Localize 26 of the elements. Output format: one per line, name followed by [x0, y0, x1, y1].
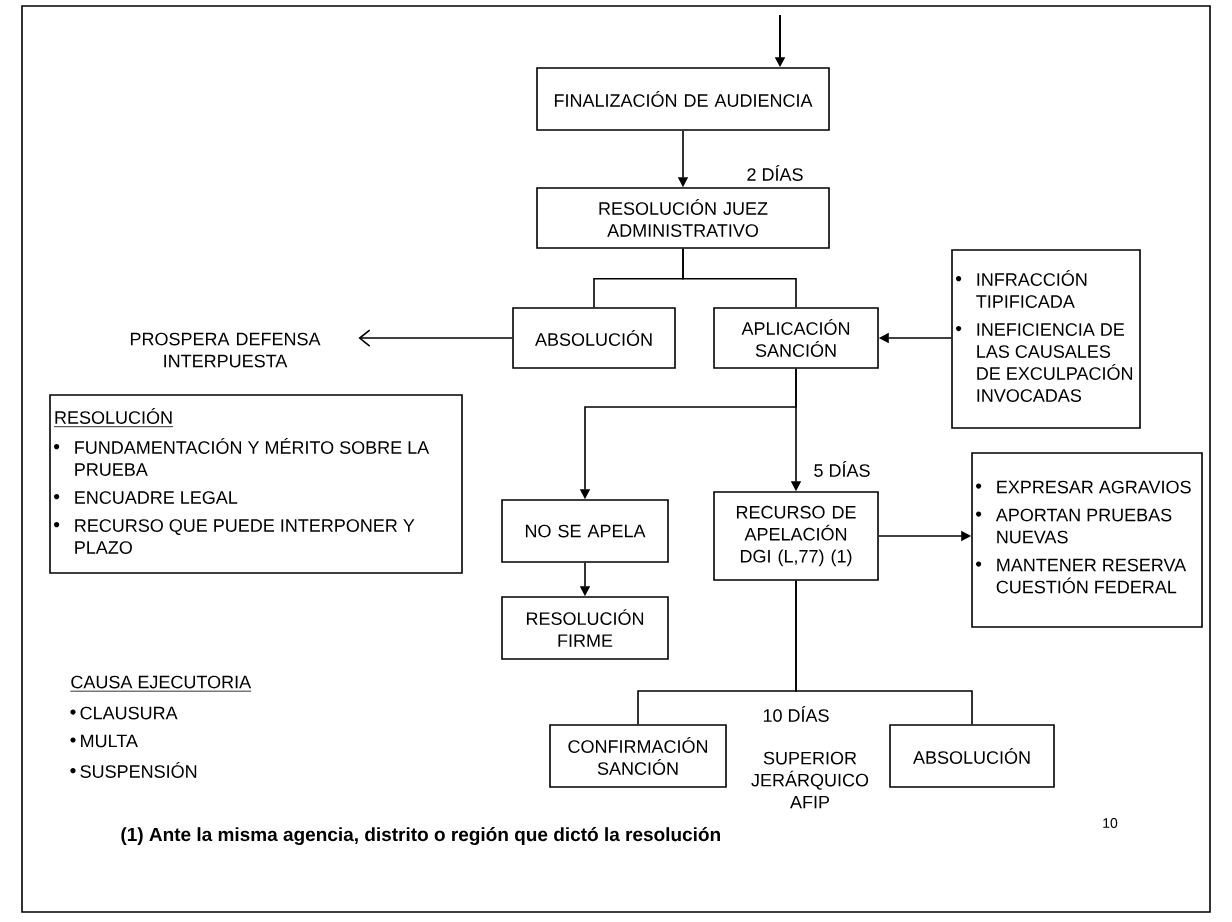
process-box: APLICACIÓN SANCIÓN [713, 307, 879, 369]
connector-line [682, 248, 797, 308]
process-box: ABSOLUCIÓN [889, 724, 1055, 788]
process-box: FINALIZACIÓN DE AUDIENCIA [536, 67, 830, 131]
arrow [358, 329, 513, 347]
footnote: (1) Ante la misma agencia, distrito o región que dictó la resolución [121, 827, 720, 845]
outcome-text: PROSPERA DEFENSA INTERPUESTA [130, 332, 321, 368]
process-box: RESOLUCIÓN JUEZ ADMINISTRATIVO [536, 187, 830, 249]
process-box: ABSOLUCIÓN [512, 307, 676, 369]
edge-label: 10 DÍAS [760, 704, 832, 724]
list-box: INFRACCIÓN TIPIFICADA INEFICIENCIA DE LAS CAUSALES DE EXCULPACIÓN INVOCADAS [951, 249, 1141, 429]
list-box: RESOLUCIÓN FUNDAMENTACIÓN Y MÉRITO SOBRE LA PRUEBA ENCUADRE LEGAL RECURSO QUE PUEDE INTERPONER Y PLAZO [49, 394, 463, 574]
edge-label: 2 DÍAS [744, 163, 806, 183]
list-item: SUSPENSIÓN [70, 762, 197, 778]
process-box: NO SE APELA [501, 499, 669, 563]
list-box: EXPRESAR AGRAVIOS APORTAN PRUEBAS NUEVAS MANTENER RESERVA CUESTIÓN FEDERAL [971, 452, 1203, 628]
list-item: CLAUSURA [70, 706, 178, 720]
process-box: CONFIRMACIÓN SANCIÓN [549, 724, 727, 788]
process-box: RECURSO DE APELACIÓN DGI (L,77) (1) [713, 491, 879, 581]
connector-line [795, 580, 973, 725]
list-item: MULTA [70, 734, 138, 748]
edge-label: 5 DÍAS [811, 459, 873, 479]
page-number: 10 [1103, 818, 1118, 828]
note-text: SUPERIOR JERÁRQUICO AFIP [751, 751, 869, 809]
list-heading: CAUSA EJECUTORIA [70, 675, 252, 692]
process-box: RESOLUCIÓN FIRME [501, 596, 669, 660]
